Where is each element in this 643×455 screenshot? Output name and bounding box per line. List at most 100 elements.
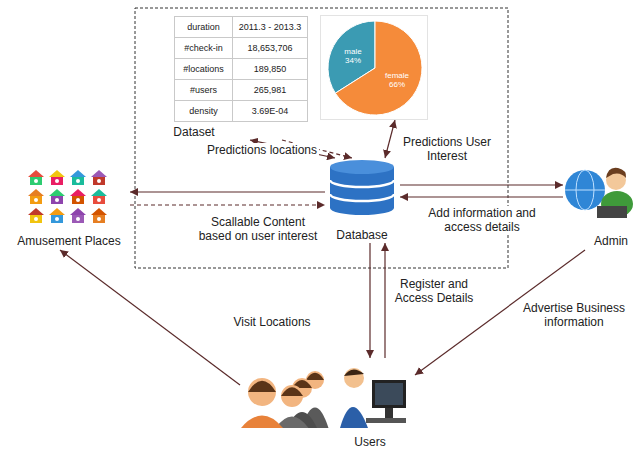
edge-label: Add information and access details: [423, 206, 542, 234]
table-cell: density: [174, 100, 233, 122]
amusement-icons: [28, 170, 107, 223]
ride-dot: [97, 179, 101, 183]
dataset-box: Dataset duration2011.3 - 2013.3#check-in1…: [170, 12, 312, 140]
database-icon: [330, 160, 394, 215]
ride-icon: [91, 208, 107, 223]
flow-arrow: [130, 191, 325, 192]
ride-roof: [91, 208, 107, 215]
person-body: [241, 416, 283, 428]
man-body: [340, 407, 368, 428]
admin-actor: Admin: [563, 160, 640, 250]
ride-dot: [55, 179, 59, 183]
ride-base: [51, 196, 63, 204]
table-cell: duration: [174, 16, 233, 38]
cylinder-band: [330, 194, 394, 201]
ride-roof: [28, 208, 44, 215]
flow-arrow: [60, 250, 240, 385]
ride-dot: [34, 198, 38, 202]
person-hair: [606, 168, 626, 178]
ride-base: [72, 215, 84, 223]
node-label: Users: [354, 435, 385, 449]
keyboard: [366, 418, 406, 423]
table-cell: #locations: [174, 58, 233, 80]
ride-dot: [34, 217, 38, 221]
ride-base: [51, 177, 63, 185]
ride-dot: [34, 179, 38, 183]
table-cell: #check-in: [174, 37, 233, 59]
ride-dot: [76, 198, 80, 202]
node-label: Admin: [594, 234, 628, 248]
edge-label: Register and Access Details: [387, 277, 481, 305]
man-head: [344, 368, 364, 388]
flow-arrow: [385, 120, 395, 158]
ride-roof: [91, 189, 107, 196]
node-label: Amusement Places: [17, 234, 120, 248]
person: [276, 385, 309, 428]
database-cylinder: Database: [325, 158, 400, 243]
ride-icon: [91, 170, 107, 185]
ride-roof: [28, 189, 44, 196]
ride-dot: [76, 217, 80, 221]
admin-icon: [565, 168, 633, 218]
ride-base: [72, 177, 84, 185]
users-actor: Users: [240, 358, 415, 450]
amusement-places: Amusement Places: [8, 168, 130, 250]
ride-dot: [76, 179, 80, 183]
ride-base: [93, 215, 105, 223]
ride-base: [72, 196, 84, 204]
users-illustration: [240, 358, 415, 450]
person-head: [281, 385, 303, 407]
cylinder-band: [330, 180, 394, 187]
ride-roof: [49, 208, 65, 215]
node-label: Database: [336, 228, 387, 242]
ride-base: [93, 177, 105, 185]
users-icon: [241, 368, 406, 428]
ride-base: [30, 196, 42, 204]
table-cell: 189,850: [232, 58, 308, 80]
edge-label: Scallable Content based on user interest: [194, 215, 323, 243]
edge-label: Visit Locations: [231, 315, 312, 329]
ride-base: [51, 215, 63, 223]
table-cell: 18,653,706: [232, 37, 308, 59]
ride-roof: [49, 189, 65, 196]
pie-slice-label: male 34%: [339, 47, 367, 65]
flow-arrow: [400, 184, 563, 185]
globe: [565, 170, 605, 210]
ride-dot: [97, 217, 101, 221]
ride-base: [30, 177, 42, 185]
laptop: [597, 206, 627, 218]
ride-dot: [97, 198, 101, 202]
flow-arrow: [400, 196, 563, 197]
ride-roof: [49, 170, 65, 177]
edge-label: Predictions User Interest: [395, 135, 499, 163]
ride-base: [30, 215, 42, 223]
dashed-arrow: [130, 204, 325, 205]
pie-illustration: [321, 16, 429, 121]
monitor-stand: [385, 408, 393, 418]
pie-slice: [335, 21, 422, 115]
ride-icon: [49, 170, 65, 185]
globe-equator: [565, 190, 605, 191]
person: [241, 378, 283, 428]
ride-roof: [28, 170, 44, 177]
ride-roof: [70, 208, 86, 215]
pie-chart: male 34%female 66%: [320, 15, 428, 120]
ride-roof: [91, 170, 107, 177]
ride-dot: [55, 198, 59, 202]
edge-label: Advertise Business information: [518, 301, 630, 329]
table-cell: 2011.3 - 2013.3: [232, 16, 308, 38]
edge-label: Predictions locations: [205, 143, 319, 157]
node-label: Dataset: [173, 125, 214, 139]
ride-icon: [70, 208, 86, 223]
table-cell: 265,981: [232, 79, 308, 101]
person-hair: [248, 381, 276, 392]
person-hair: [306, 373, 324, 380]
flow-arrow: [384, 243, 385, 358]
ride-base: [93, 196, 105, 204]
ride-icon: [70, 170, 86, 185]
ride-icon: [70, 189, 86, 204]
cylinder-top: [330, 160, 394, 174]
ride-icon: [28, 170, 44, 185]
ride-icon: [28, 189, 44, 204]
